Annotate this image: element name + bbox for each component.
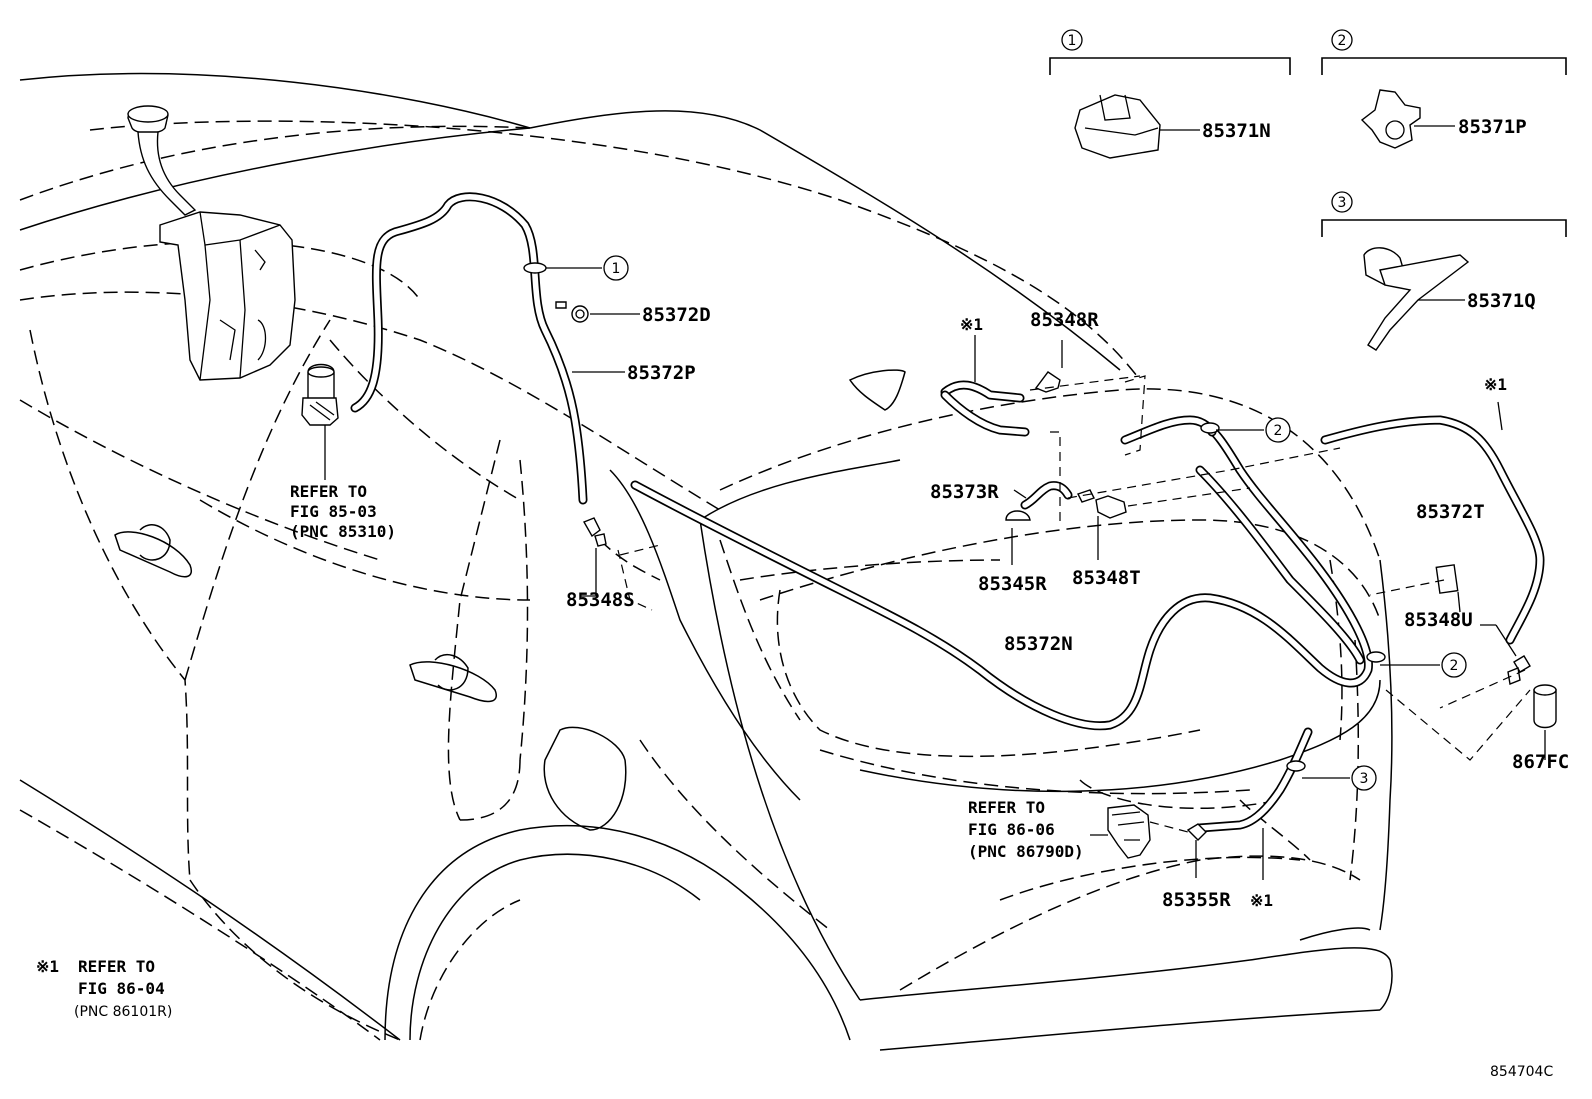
- callout-2b-number: 2: [1450, 658, 1459, 674]
- refer-camera-line2: FIG 86-06: [968, 820, 1055, 839]
- refer-camera: REFER TO FIG 86-06 (PNC 86790D): [968, 798, 1084, 861]
- inset-3-number-circle: [1331, 191, 1353, 213]
- cap-867FC: [1533, 684, 1557, 729]
- footnote-line2: FIG 86-04: [78, 979, 165, 998]
- connector-85348S: [582, 517, 607, 547]
- label-85355R: 85355R: [1162, 889, 1231, 911]
- diagram-code: 854704C: [1490, 1064, 1553, 1080]
- callout-3-number: 3: [1360, 771, 1369, 787]
- hose-85372N: [630, 420, 1373, 731]
- hose-x1-right: [1320, 415, 1545, 645]
- clamp-ring-3: [1286, 760, 1306, 772]
- inset-2: 2 85371P: [1321, 29, 1567, 149]
- ref-mark-x1-right: ※1: [1484, 375, 1507, 394]
- clamp-ring-2b: [1366, 651, 1386, 663]
- label-85372P: 85372P: [627, 362, 696, 384]
- inset-3: 3 85371Q: [1321, 191, 1567, 351]
- label-85348T: 85348T: [1072, 567, 1141, 589]
- callout-2b-circle: [1441, 652, 1467, 678]
- hose-85372P: [350, 192, 588, 505]
- label-85348R: 85348R: [1030, 309, 1099, 331]
- clamp-ring-1: [523, 262, 547, 274]
- inset-1-number: 1: [1068, 33, 1077, 49]
- footnote: ※1 REFER TO FIG 86-04 (PNC 86101R): [36, 957, 172, 1020]
- callout-1: 1: [603, 255, 629, 281]
- label-867FC: 867FC: [1512, 751, 1569, 773]
- washer-pump: [301, 363, 339, 426]
- callout-3: 3: [1351, 765, 1377, 791]
- callout-2a-circle: [1265, 417, 1291, 443]
- label-85371P: 85371P: [1458, 116, 1527, 138]
- ref-mark-x1-bottom: ※1: [1250, 891, 1273, 910]
- hose-parallel-right: [1195, 465, 1365, 665]
- connector-85348T: [1077, 489, 1127, 519]
- label-85348U: 85348U: [1404, 609, 1473, 631]
- inset-3-number: 3: [1338, 195, 1347, 211]
- refer-camera-line3: (PNC 86790D): [968, 842, 1084, 861]
- connector-85348R: [1034, 371, 1061, 393]
- footnote-line3: (PNC 86101R): [74, 1004, 172, 1020]
- footnote-mark: ※1: [36, 957, 59, 976]
- inset-1: 1 85371N: [1049, 29, 1291, 159]
- label-85372D: 85372D: [642, 304, 711, 326]
- reference-marks: ※1 ※1 ※1: [960, 315, 1507, 910]
- label-85372N: 85372N: [1004, 633, 1073, 655]
- callout-2a-number: 2: [1274, 423, 1283, 439]
- ref-mark-x1-top: ※1: [960, 315, 983, 334]
- hose-lower-camera: [1195, 727, 1313, 833]
- washer-reservoir: [127, 105, 296, 381]
- label-85371N: 85371N: [1202, 120, 1271, 142]
- refer-camera-line1: REFER TO: [968, 798, 1045, 817]
- dashed-connectors: [617, 375, 1531, 833]
- refer-pump-line3: (PNC 85310): [290, 522, 396, 541]
- label-85372T: 85372T: [1416, 501, 1485, 523]
- refer-pump-line2: FIG 85-03: [290, 502, 377, 521]
- hose-x1-top: [940, 380, 1030, 437]
- inset-1-number-circle: [1061, 29, 1083, 51]
- leader-lines: [324, 267, 1546, 880]
- vehicle-body-outline: [19, 72, 1393, 1051]
- refer-pump-line1: REFER TO: [290, 482, 367, 501]
- hose-85373R: [1020, 481, 1073, 510]
- label-85371Q: 85371Q: [1467, 290, 1536, 312]
- inset-2-number: 2: [1338, 33, 1347, 49]
- refer-pump: REFER TO FIG 85-03 (PNC 85310): [290, 482, 396, 541]
- label-85373R: 85373R: [930, 481, 999, 503]
- clamp-ring-2a: [1200, 422, 1220, 434]
- connector-85348U: [1507, 655, 1531, 685]
- connector-85355R: [1186, 823, 1207, 841]
- callout-1-number: 1: [612, 261, 621, 277]
- hose-upper-left-short: [1120, 415, 1217, 445]
- part-labels: 85372D 85372P 85348R 85373R 85345R 85348…: [566, 304, 1569, 911]
- clip-85372T: [1435, 564, 1459, 594]
- label-85345R: 85345R: [978, 573, 1047, 595]
- footnote-line1: REFER TO: [78, 957, 155, 976]
- label-85348S: 85348S: [566, 589, 635, 611]
- inset-2-number-circle: [1331, 29, 1353, 51]
- callout-1-circle: [603, 255, 629, 281]
- callout-3-circle: [1351, 765, 1377, 791]
- clip-85372D: [555, 301, 589, 323]
- grommet-85345R: [1005, 510, 1031, 521]
- callout-2a: 2: [1265, 417, 1291, 443]
- callout-2b: 2: [1441, 652, 1467, 678]
- rear-camera-unit: [1107, 804, 1151, 859]
